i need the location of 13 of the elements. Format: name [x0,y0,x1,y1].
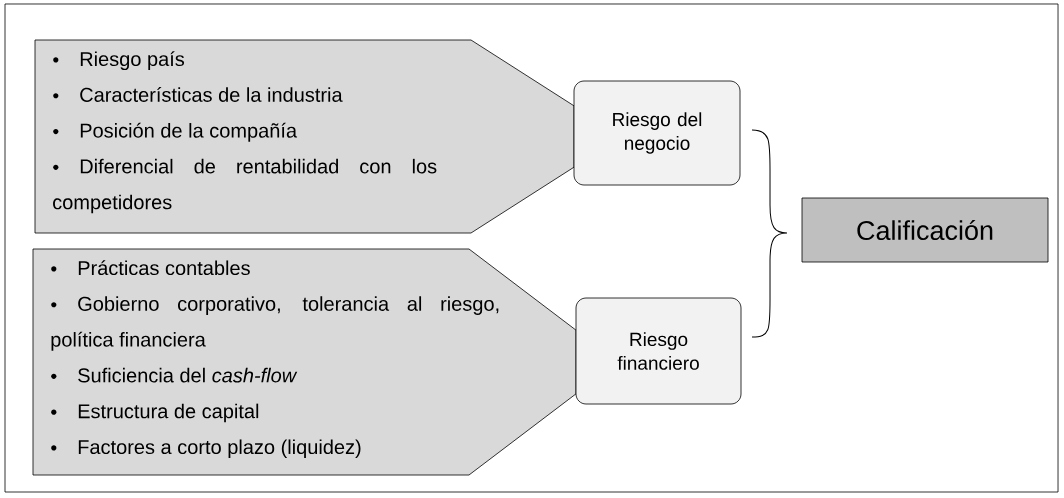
list-item: Prácticas contables [51,260,250,276]
list-panel [32,248,577,476]
rounded-box: Riesgo financiero [575,297,742,405]
list-item: Estructura de capital [51,403,259,423]
list-item: Diferencial de rentabilidad con los competidores [53,158,437,214]
list-panel [34,39,575,234]
list-item: Riesgo país [53,51,185,71]
result-box: Calificación [801,197,1049,263]
list-item: Características de la industria [53,87,343,102]
rounded-box: Riesgo del negocio [573,80,741,186]
list-item: Posición de la compañía [53,122,298,142]
list-item: Suficiencia del cash-flow [51,367,298,383]
list-item: Factores a corto plazo (liquidez) [51,439,361,459]
